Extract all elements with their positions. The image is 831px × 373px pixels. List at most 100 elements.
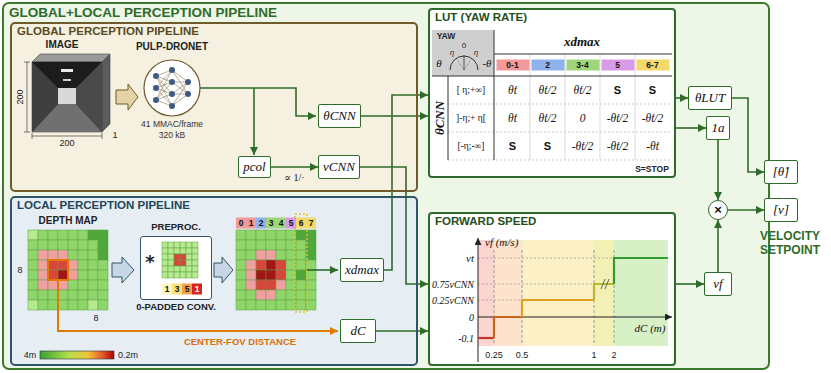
filtered-map-cell — [236, 230, 246, 240]
lut-grid — [464, 55, 465, 70]
lut-grid — [530, 54, 635, 160]
preproc-cell — [162, 272, 168, 278]
filtered-map-cell — [286, 250, 296, 260]
network-output-line — [253, 88, 255, 155]
depth-map-cell — [28, 260, 38, 270]
filtered-map-cell — [296, 240, 306, 250]
depth-map-cell — [48, 230, 58, 240]
index-chip: 2 — [256, 218, 266, 229]
depth-grid — [28, 230, 316, 310]
axis-label: θ — [436, 57, 441, 69]
preproc-cell — [162, 248, 168, 254]
depth-map-cell — [68, 290, 78, 300]
filtered-map-cell — [246, 300, 256, 310]
signal-box: xdmax — [340, 258, 384, 282]
output-label: VELOCITY SETPOINT — [748, 229, 831, 257]
depth-map-cell — [98, 230, 108, 240]
angle-label: 0 — [462, 41, 466, 50]
depth-map-cell — [68, 270, 78, 280]
depth-map-cell — [78, 260, 88, 270]
table-cell: -θ̇t/2 — [607, 112, 629, 124]
signal-name: dC — [350, 324, 365, 339]
preproc-cell — [168, 248, 174, 254]
center-fov-line — [58, 280, 338, 331]
signal-name: vCNN — [323, 160, 355, 175]
camera-image — [63, 79, 71, 81]
depth-map-cell — [68, 230, 78, 240]
filtered-map-cell — [276, 270, 286, 280]
convolution-symbol: * — [145, 253, 154, 271]
preproc-cell — [180, 248, 186, 254]
dimension-label: 200 — [59, 138, 74, 148]
table-cell: S — [509, 140, 516, 152]
flow-arrow — [116, 84, 138, 110]
network-neuron — [169, 91, 175, 97]
preproc-cell — [192, 266, 198, 272]
panel-fill — [2, 2, 770, 370]
box-title: LUT (YAW RATE) — [435, 11, 527, 24]
table-cell: θ̇t — [508, 84, 517, 96]
depth-map-cell — [78, 280, 88, 290]
depth-map-cell — [58, 280, 68, 290]
preproc-cell — [192, 254, 198, 260]
filtered-map-cell — [306, 260, 316, 270]
part-label: PULP-DRONET — [136, 41, 208, 52]
filtered-map-cell — [246, 230, 256, 240]
range-label: [ η;+∞] — [457, 85, 485, 95]
speed-chart — [594, 240, 614, 346]
preproc-cell — [186, 260, 192, 266]
network-output-line — [200, 88, 316, 116]
table-cell: S — [649, 84, 656, 96]
axis-label: dC (m) — [635, 322, 666, 334]
connector — [271, 166, 318, 168]
filtered-map-cell — [236, 280, 246, 290]
depth-map-cell — [48, 270, 58, 280]
connector — [732, 98, 764, 172]
panel-fill — [140, 236, 212, 300]
speed-chart — [522, 300, 594, 317]
axis-label: vf (m/s) — [485, 236, 518, 248]
network-neuron — [153, 85, 159, 91]
speed-chart — [494, 240, 522, 346]
preproc-cell — [180, 272, 186, 278]
filtered-map-cell — [296, 300, 306, 310]
table-cell: -θ̇t — [646, 140, 659, 152]
depth-map-cell — [38, 250, 48, 260]
depth-map-cell — [38, 240, 48, 250]
depth-map-cell — [98, 270, 108, 280]
index-chip: 0-1 — [496, 60, 529, 71]
box-title: 0-PADDED CONV. — [126, 302, 226, 313]
filtered-map-cell — [276, 260, 286, 270]
speed-chart — [594, 284, 614, 300]
lut-grid — [432, 30, 494, 76]
connector — [676, 283, 704, 285]
axis-tick-label: 0 — [469, 312, 474, 323]
dimension-label: 2 — [611, 350, 616, 360]
panel-fill — [10, 196, 418, 366]
filtered-map-cell — [246, 270, 256, 280]
filtered-map-cell — [266, 290, 276, 300]
spec-label: 320 kB — [159, 130, 185, 140]
speed-chart — [614, 258, 668, 284]
preproc-cell — [192, 248, 198, 254]
filtered-map-cell — [236, 300, 246, 310]
signal-name: 1a — [712, 121, 725, 136]
index-chip: 6 — [296, 218, 306, 229]
depth-map-cell — [78, 240, 88, 250]
angle-label: η — [474, 47, 478, 57]
filtered-map-cell — [276, 240, 286, 250]
camera-image — [32, 62, 58, 132]
signal-box: θ̇LUT — [688, 86, 732, 110]
depth-map-cell — [38, 280, 48, 290]
filtered-map-cell — [246, 280, 256, 290]
edge-label: ∝ 1/· — [283, 172, 305, 183]
signal-box: pcol — [238, 156, 271, 178]
depth-map-cell — [78, 300, 88, 310]
preproc-cell — [186, 248, 192, 254]
preproc-cell — [162, 242, 168, 248]
callout-label: CENTER-FOV DISTANCE — [184, 336, 296, 347]
table-cell: 0 — [580, 112, 586, 124]
filtered-map-cell — [266, 240, 276, 250]
cnn-network — [144, 60, 200, 116]
